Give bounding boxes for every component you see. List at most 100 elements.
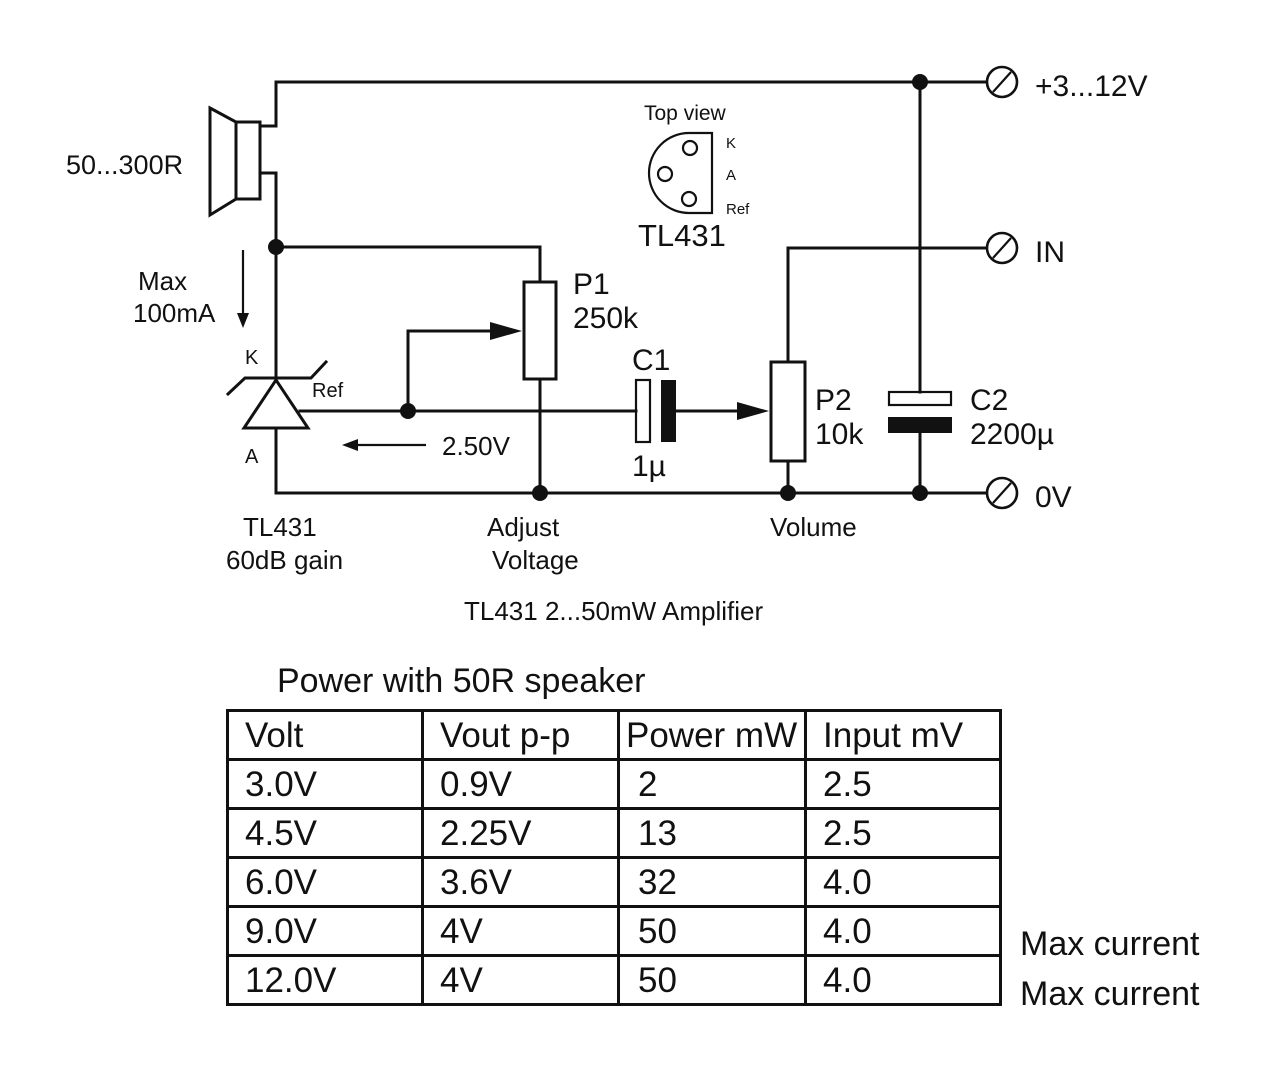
cell-power: 50 (617, 954, 807, 1006)
p1-caption-1: Adjust (487, 512, 560, 542)
junction-dot (912, 485, 928, 501)
cell-vout: 3.6V (421, 856, 620, 908)
table-header-row: Volt Vout p-p Power mW Input mV (226, 709, 1002, 761)
junctions (268, 74, 928, 501)
to92-package-icon (647, 131, 714, 215)
row-note-max-current: Max current (1020, 975, 1200, 1013)
p2-potentiometer (737, 360, 807, 463)
terminal-ground-label: 0V (1035, 481, 1072, 514)
c1-name: C1 (632, 344, 670, 377)
pin-k-hole (681, 139, 699, 157)
c2-capacitor (887, 390, 953, 433)
junction-dot (532, 485, 548, 501)
diagram-title: TL431 2...50mW Amplifier (464, 596, 763, 626)
tl431-pin-ref: Ref (312, 380, 344, 402)
terminal-positive-label: +3...12V (1035, 70, 1148, 103)
power-table: Volt Vout p-p Power mW Input mV 3.0V 0.9… (226, 709, 1002, 1006)
p2-value: 10k (815, 418, 864, 451)
voltage-arrow-icon (342, 439, 426, 451)
cell-power: 50 (617, 905, 807, 957)
cell-volt: 3.0V (226, 758, 424, 810)
p1-potentiometer (490, 280, 558, 381)
terminal-input-label: IN (1035, 236, 1065, 269)
p1-name: P1 (573, 268, 610, 301)
wire-speaker-to-k (258, 171, 278, 382)
pin-a-hole (656, 165, 674, 183)
cell-input: 4.0 (804, 905, 1002, 957)
cell-input: 2.5 (804, 758, 1002, 810)
tl431-caption-1: TL431 (243, 512, 317, 542)
tl431-triangle (241, 377, 311, 430)
cell-power: 13 (617, 807, 807, 859)
cell-power: 32 (617, 856, 807, 908)
pinout-heading: Top view (644, 102, 727, 125)
header-input: Input mV (804, 709, 1002, 761)
current-note-line1: Max (138, 266, 187, 296)
cell-vout: 4V (421, 905, 620, 957)
cell-input: 2.5 (804, 807, 1002, 859)
cell-power-value: 32 (638, 862, 677, 902)
p2-caption: Volume (770, 512, 857, 542)
c2-value: 2200µ (970, 418, 1054, 451)
wires (258, 80, 990, 495)
cell-power-value: 2 (638, 764, 658, 804)
pinout-pin-ref: Ref (726, 201, 750, 218)
junction-dot (400, 403, 416, 419)
p1-caption-2: Voltage (492, 545, 579, 575)
cell-volt: 6.0V (226, 856, 424, 908)
table-row: 3.0V 0.9V 2 2.5 (226, 758, 1002, 810)
cell-vout: 4V (421, 954, 620, 1006)
tl431-pin-a: A (245, 446, 259, 468)
pinout-pin-a: A (726, 167, 736, 184)
table-row: 12.0V 4V 50 4.0 (226, 954, 1002, 1006)
schematic: 50...300R Max 100mA K Ref A TL431 60dB g… (66, 65, 1148, 626)
terminal-ground[interactable] (985, 476, 1019, 510)
cell-volt: 9.0V (226, 905, 424, 957)
table-row: 9.0V 4V 50 4.0 (226, 905, 1002, 957)
speaker-magnet (234, 120, 262, 201)
cell-volt: 4.5V (226, 807, 424, 859)
p1-value: 250k (573, 302, 639, 335)
tl431-bar (225, 359, 329, 397)
p1-wiper-arrow (490, 322, 522, 340)
p2-wiper-arrow (737, 402, 769, 420)
cell-power-value: 50 (638, 911, 677, 951)
pinout-pin-k: K (726, 135, 736, 152)
current-arrow-icon (237, 250, 249, 328)
header-volt: Volt (226, 709, 424, 761)
tl431-pin-k: K (245, 347, 259, 369)
header-power: Power mW (617, 709, 807, 761)
table-row: 6.0V 3.6V 32 4.0 (226, 856, 1002, 908)
cell-vout: 0.9V (421, 758, 620, 810)
p2-name: P2 (815, 384, 852, 417)
tl431-symbol (225, 359, 329, 430)
tl431-caption-2: 60dB gain (226, 545, 343, 575)
speaker-symbol (208, 105, 262, 218)
current-note-line2: 100mA (133, 298, 216, 328)
speaker-label: 50...300R (66, 150, 183, 180)
ref-voltage-label: 2.50V (442, 431, 511, 461)
cell-input: 4.0 (804, 856, 1002, 908)
junction-dot (268, 239, 284, 255)
junction-dot (912, 74, 928, 90)
cell-power-value: 13 (638, 813, 677, 853)
cell-power: 2 (617, 758, 807, 810)
row-note-max-current: Max current (1020, 925, 1200, 963)
cell-power-value: 50 (638, 960, 677, 1000)
wire-k-to-p1 (274, 245, 542, 284)
terminal-positive[interactable] (985, 65, 1019, 99)
pinout-part: TL431 (638, 218, 726, 253)
cell-input: 4.0 (804, 954, 1002, 1006)
wire-ground-rail (274, 426, 990, 495)
terminal-input[interactable] (985, 231, 1019, 265)
table-title: Power with 50R speaker (277, 662, 646, 700)
speaker-cone (208, 105, 238, 218)
cell-volt: 12.0V (226, 954, 424, 1006)
wire-p1-wiper (406, 329, 502, 413)
header-vout: Vout p-p (421, 709, 620, 761)
wire-positive-rail (274, 80, 990, 128)
cell-vout: 2.25V (421, 807, 620, 859)
c2-name: C2 (970, 384, 1008, 417)
pin-ref-hole (680, 190, 698, 208)
wire-in (786, 246, 990, 364)
